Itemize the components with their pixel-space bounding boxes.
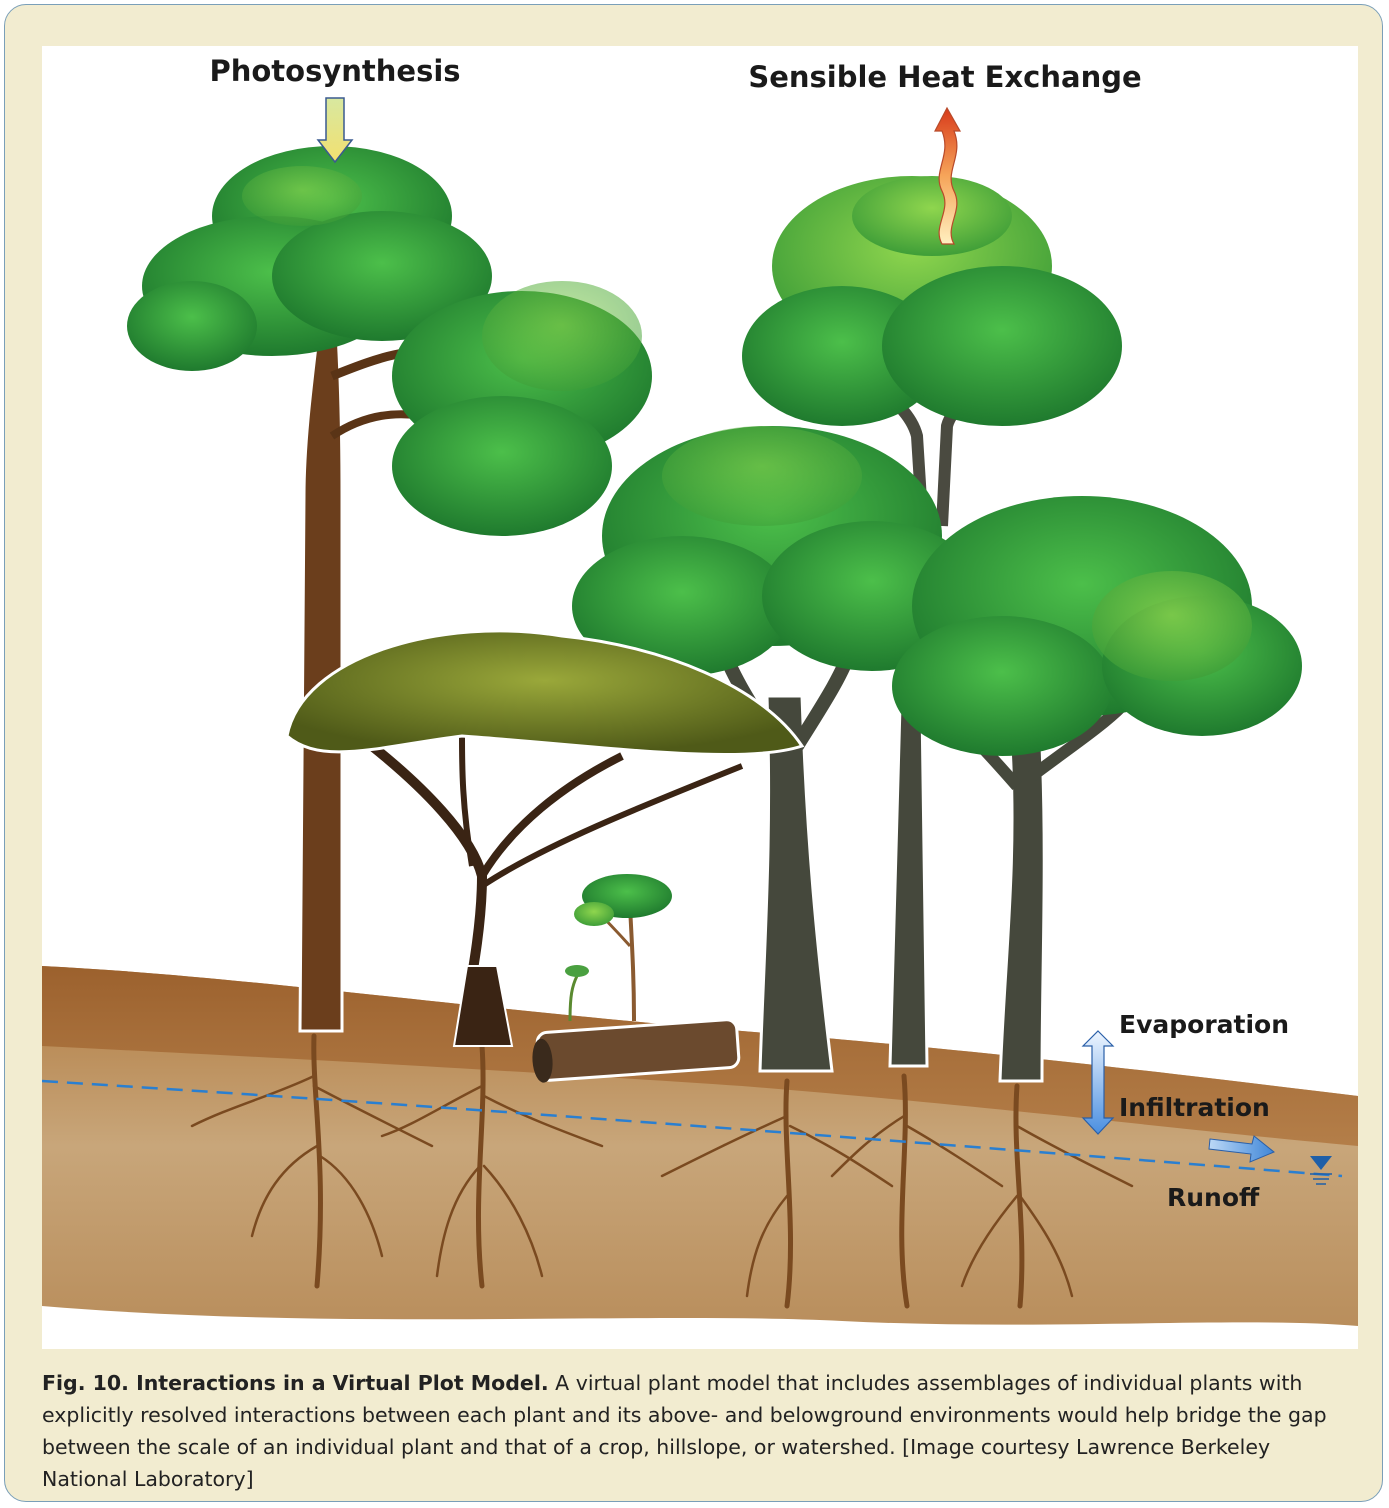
seedling: [565, 874, 672, 1021]
right-deciduous-tree: [892, 496, 1302, 1081]
tall-pine-tree: [127, 146, 652, 1031]
illustration: Photosynthesis Sensible Heat Exchange Ev…: [42, 46, 1358, 1349]
pine-canopy: [127, 146, 652, 536]
figure-frame: Photosynthesis Sensible Heat Exchange Ev…: [4, 4, 1383, 1502]
label-evaporation: Evaporation: [1119, 1010, 1289, 1039]
acacia-tree: [287, 631, 802, 1046]
figure-caption: Fig. 10. Interactions in a Virtual Plot …: [42, 1367, 1358, 1495]
label-infiltration: Infiltration: [1119, 1093, 1270, 1122]
label-photosynthesis: Photosynthesis: [209, 54, 460, 88]
thin-trunk: [890, 706, 927, 1066]
label-runoff: Runoff: [1167, 1183, 1260, 1212]
caption-title: Fig. 10. Interactions in a Virtual Plot …: [42, 1371, 549, 1395]
label-sensible-heat: Sensible Heat Exchange: [748, 60, 1141, 94]
plot-model-illustration: Photosynthesis Sensible Heat Exchange Ev…: [42, 46, 1358, 1349]
